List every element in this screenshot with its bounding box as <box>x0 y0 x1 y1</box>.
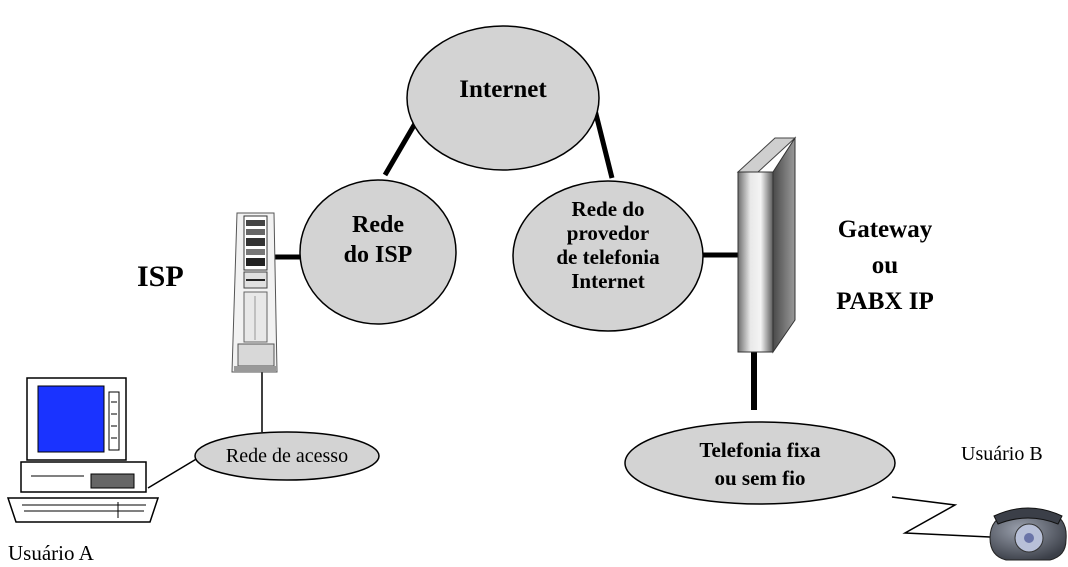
isp-network-line-2: do ISP <box>343 242 413 268</box>
provider-network-line-2: provedor <box>566 221 650 245</box>
network-clouds <box>194 25 896 505</box>
phone-network-line-2: ou sem fio <box>714 466 806 490</box>
isp-network-line-1: Rede <box>352 212 404 238</box>
provider-network-line-4: Internet <box>571 269 645 293</box>
phone-network-line-1: Telefonia fixa <box>699 438 821 462</box>
desktop-computer-icon <box>6 377 160 523</box>
internet-ellipse <box>406 25 600 171</box>
server-rack-icon <box>231 212 278 373</box>
user-a-label: Usuário A <box>8 541 94 565</box>
internet-label: Internet <box>459 76 547 103</box>
link-computer-access-network <box>147 457 199 489</box>
phone-network-label: Telefonia fixa ou sem fio <box>660 436 860 492</box>
provider-network-line-1: Rede do <box>571 197 645 221</box>
gateway-line-3: PABX IP <box>836 288 934 315</box>
link-phone-line <box>891 496 991 538</box>
user-b-label: Usuário B <box>961 443 1043 465</box>
gateway-line-1: Gateway <box>837 216 933 243</box>
isp-label: ISP <box>137 260 184 293</box>
provider-network-label: Rede do provedor de telefonia Internet <box>533 197 683 293</box>
gateway-label: Gateway ou PABX IP <box>820 212 950 320</box>
gateway-tower-icon <box>736 136 797 354</box>
telephone-icon <box>989 507 1067 561</box>
provider-network-ellipse <box>512 180 704 332</box>
gateway-line-2: ou <box>871 252 899 279</box>
access-network-label: Rede de acesso <box>225 445 349 467</box>
isp-network-ellipse <box>299 179 457 325</box>
provider-network-line-3: de telefonia <box>556 245 660 269</box>
link-internet-provider <box>592 109 615 179</box>
access-network-ellipse <box>194 431 380 481</box>
phone-network-ellipse <box>624 421 896 505</box>
isp-network-label: Rede do ISP <box>318 210 438 270</box>
